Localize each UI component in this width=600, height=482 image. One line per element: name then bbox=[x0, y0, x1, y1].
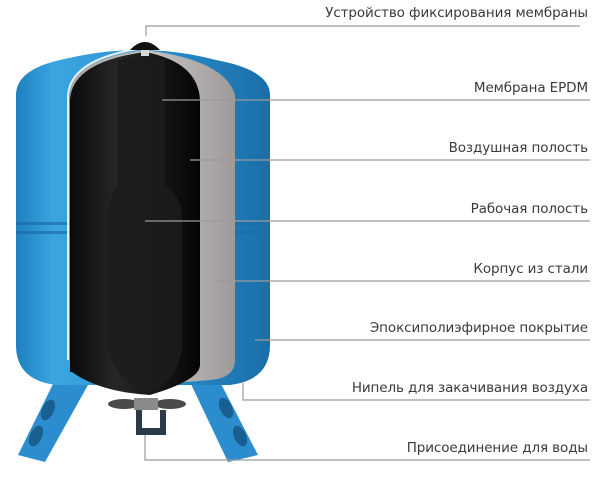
label-air-cavity: Воздушная полость bbox=[448, 140, 589, 156]
leader-line-water-connection bbox=[144, 435, 590, 461]
label-air-nipple: Нипель для закачивания воздуха bbox=[351, 380, 588, 396]
label-steel-body: Корпус из стали bbox=[473, 261, 588, 277]
leader-line-air-nipple bbox=[242, 383, 590, 401]
label-working-cavity: Рабочая полость bbox=[470, 201, 588, 217]
label-membrane-epdm: Мембрана EPDM bbox=[473, 80, 588, 96]
tank-legs bbox=[18, 378, 258, 462]
label-water-connection: Присоединение для воды bbox=[406, 440, 588, 456]
membrane-fixing-device-part bbox=[130, 42, 160, 56]
label-membrane-fixing-device: Устройство фиксирования мембраны bbox=[325, 5, 588, 21]
water-connection-part bbox=[108, 398, 186, 435]
label-epoxy-coating: Эпоксиполиэфирное покрытие bbox=[369, 320, 588, 336]
leader-lines bbox=[144, 25, 590, 461]
leader-line-membrane-fixing-device bbox=[145, 25, 580, 36]
